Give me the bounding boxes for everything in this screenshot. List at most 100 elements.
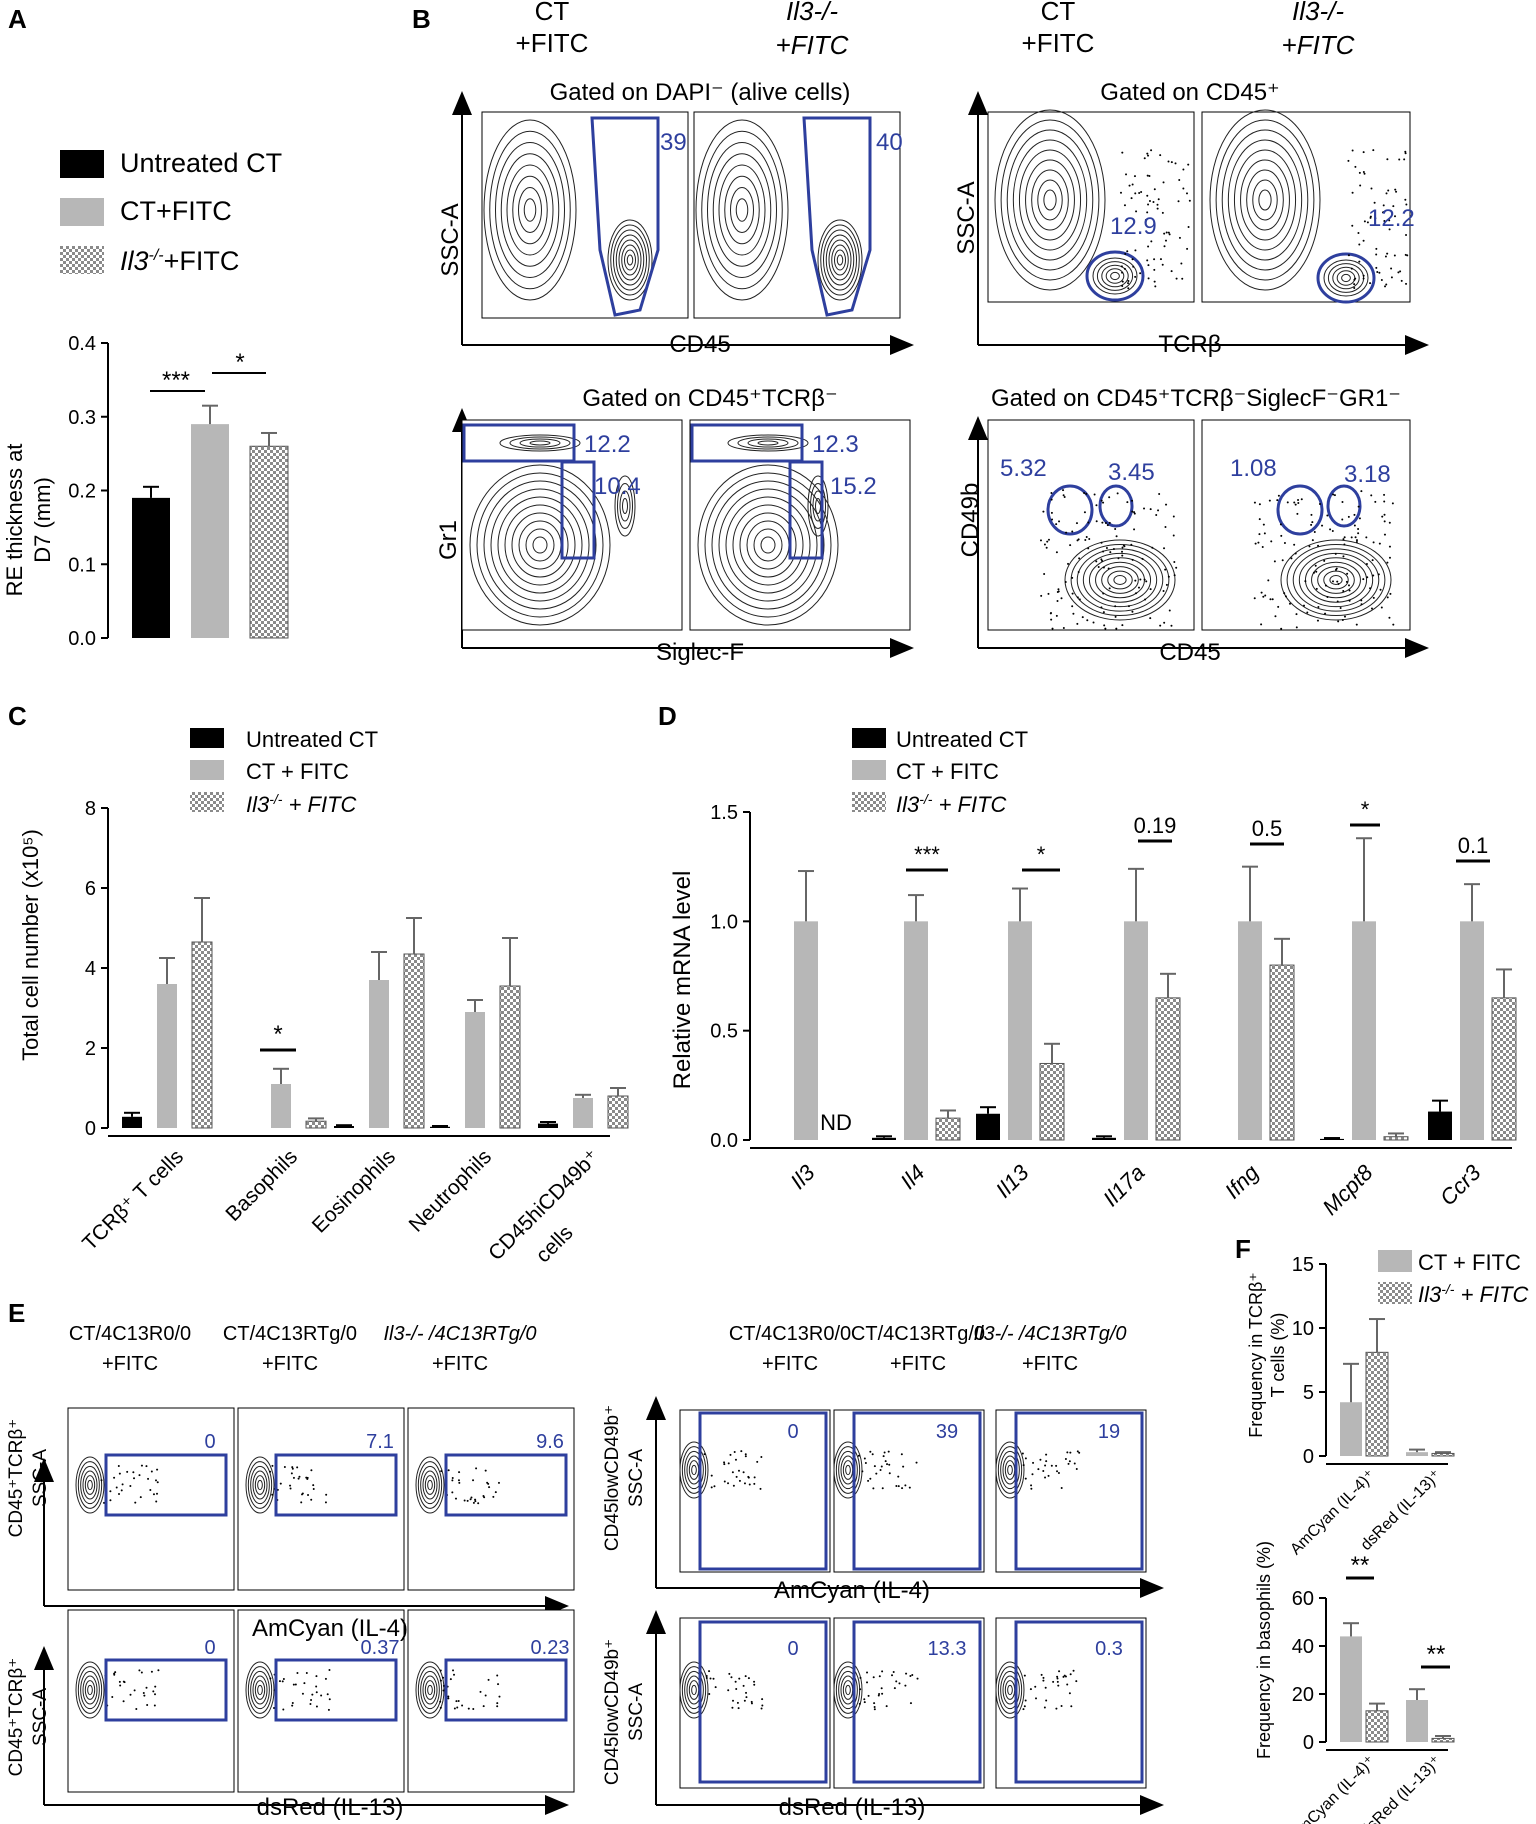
e-rt-0-value: 0: [787, 1421, 798, 1443]
d-sig-label: ***: [914, 842, 940, 867]
e-rb-2-dot: [1060, 1704, 1063, 1707]
e-lt-1-contour: [254, 1475, 266, 1495]
b-p4b-dot: [1377, 573, 1380, 576]
b-p2a-dot: [1131, 258, 1134, 261]
b-p3a-contour: [497, 496, 583, 594]
b-p2a-dot: [1131, 183, 1134, 186]
b-p4b-dot: [1355, 540, 1358, 543]
b-p4b-dot: [1318, 503, 1321, 506]
c-x-tick-label-cells: cells: [532, 1221, 578, 1267]
e-rb-1-gate: [852, 1620, 982, 1784]
b-p2b-dot: [1395, 190, 1398, 193]
b-p4a-dot: [1163, 621, 1166, 624]
e-rb-0-dot: [761, 1704, 764, 1707]
e-rt-0-contour: [691, 1464, 697, 1476]
b-p4a-dot: [1164, 568, 1167, 571]
b-p2b-dot: [1403, 158, 1406, 161]
e-lt-0-contour: [77, 1461, 103, 1509]
e-lt-0-contour: [82, 1470, 98, 1500]
d-x-tick-label: Il17a: [1098, 1160, 1149, 1211]
e-rt-1-contour: [838, 1450, 858, 1490]
b-p4b-dot: [1380, 606, 1383, 609]
e-lt-1-dot: [301, 1492, 304, 1495]
b-val-p1b: 40: [876, 129, 903, 156]
e-lb-2-dot: [442, 1689, 445, 1692]
c-x-tick-label: Basophils: [221, 1145, 302, 1226]
b-p2a-dot: [1127, 287, 1130, 290]
b-p4a-dot: [1104, 522, 1107, 525]
b-p2b-contour: [1341, 273, 1351, 283]
b-p2a-dot: [1154, 285, 1157, 288]
e-rb-1-dot: [892, 1670, 895, 1673]
b-p2b-contour: [1258, 189, 1272, 211]
e-col-sub: +FITC: [262, 1353, 318, 1375]
b-p4a-dot: [1108, 521, 1111, 524]
b-p2a-contour: [1110, 271, 1120, 281]
b-p4b-dot: [1342, 590, 1345, 593]
legend-label-il3: Il3-/-+FITC: [120, 246, 239, 276]
b-p4a-dot: [1130, 543, 1133, 546]
e-lt-1-dot: [269, 1470, 272, 1473]
b-p2a-dot: [1143, 157, 1146, 160]
e-rt-0-dot: [743, 1482, 746, 1485]
b-p2-ylabel: SSC-A: [953, 181, 980, 254]
b-p1-ylabel: SSC-A: [437, 203, 464, 276]
b-p4b-dot: [1386, 561, 1389, 564]
b-p2b-dot: [1375, 253, 1378, 256]
e-lb-2-dot: [447, 1695, 450, 1698]
e-rb-2-dot: [1056, 1680, 1059, 1683]
b-p4b-dot: [1258, 518, 1261, 521]
b-p3a-contour: [509, 436, 571, 450]
b-p3b-contour: [732, 504, 804, 586]
b-p4b-contour: [1329, 575, 1343, 585]
e-rt-2-dot: [1075, 1467, 1078, 1470]
b-p4b-contour: [1304, 557, 1368, 603]
b-p2a-gate: [1085, 250, 1145, 302]
f-legend-il3: Il3-/- + FITC: [1418, 1281, 1529, 1307]
b-p4b-dot: [1321, 524, 1324, 527]
e-rb-0-dot: [708, 1693, 711, 1696]
c-y-tick-label: 8: [85, 798, 96, 820]
e-lt-2-dot: [484, 1469, 487, 1472]
b-p2b-dot: [1405, 282, 1408, 285]
b-p2a-dot: [1156, 207, 1159, 210]
e-col-header: CT/4C13R0/0: [69, 1323, 191, 1345]
e-rb-2-frame: [995, 1617, 1147, 1789]
d-bar: [1491, 997, 1517, 1141]
b-p4b-dot: [1297, 501, 1300, 504]
b-p4a-dot: [1063, 496, 1066, 499]
b-p4a-dot: [1083, 511, 1086, 514]
c-bar: [305, 1120, 327, 1129]
b-p4a-dot: [1042, 510, 1045, 513]
e-lt-1-dot: [291, 1466, 294, 1469]
e-lt-1-dot: [312, 1484, 315, 1487]
e-lt-2-dot: [488, 1486, 491, 1489]
b-p2b-dot: [1362, 151, 1365, 154]
e-rb-2-dot: [1070, 1705, 1073, 1708]
b-p4b-dot: [1388, 521, 1391, 524]
e-rb-2-dot: [1023, 1705, 1026, 1708]
d-bar: [1428, 1111, 1452, 1140]
e-rt-1-dot: [908, 1486, 911, 1489]
e-lt-1-dot: [296, 1466, 299, 1469]
e-rb-1-dot: [873, 1708, 876, 1711]
e-lt-2-dot: [440, 1470, 443, 1473]
b-p3a-contour: [483, 480, 597, 610]
b-p4a-dot: [1172, 534, 1175, 537]
e-rb-0-dot: [761, 1698, 764, 1701]
e-lb-1-dot: [305, 1671, 308, 1674]
b-p2b-contour: [1246, 169, 1284, 231]
e-rt-2-gate: [1014, 1411, 1144, 1571]
e-rt-0-dot: [753, 1482, 756, 1485]
b-gate3-title: Gated on CD45⁺TCRβ⁻: [582, 385, 837, 412]
e-rt-1-value: 39: [936, 1421, 958, 1443]
b-p4a-dot: [1047, 592, 1050, 595]
b-p2a-dot: [1181, 277, 1184, 280]
b-p2a-dot: [1185, 192, 1188, 195]
b-p2a-dot: [1163, 245, 1166, 248]
b-p4b-dot: [1372, 574, 1375, 577]
e-rt-1-frame: [833, 1409, 985, 1573]
e-lt-0-dot: [156, 1468, 159, 1471]
b-p4b-dot: [1341, 501, 1344, 504]
b-p4a-dot: [1144, 598, 1147, 601]
